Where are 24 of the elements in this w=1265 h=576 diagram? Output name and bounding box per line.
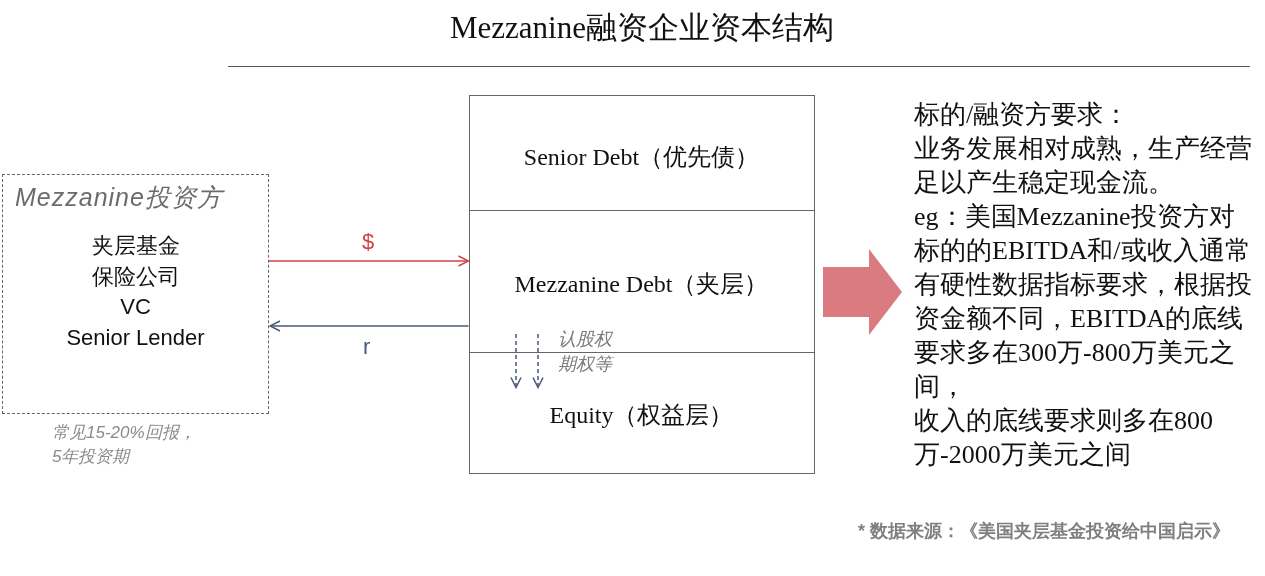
edge-label: $ — [362, 229, 375, 255]
diagram-title: Mezzanine融资企业资本结构 — [450, 9, 834, 47]
dashed-arrow — [510, 333, 522, 389]
return-note: 常见15-20%回报，5年投资期 — [52, 422, 197, 468]
investor-heading: Mezzanine投资方 — [15, 182, 223, 213]
requirements-text: 业务发展相对成熟，生产经营足以产生稳定现金流。 — [914, 133, 1253, 199]
edge-label: r — [363, 334, 371, 360]
investor-box — [2, 174, 269, 414]
dashed-arrow — [532, 333, 544, 389]
investor-type: 保险公司 — [91, 262, 180, 291]
requirements-heading: 标的/融资方要求： — [914, 99, 1131, 131]
edge-label: 认股权期权等 — [558, 327, 616, 377]
requirements-text: 收入的底线要求则多在800万-2000万美元之间 — [914, 405, 1214, 471]
arrow — [269, 320, 470, 332]
investor-type: VC — [120, 293, 151, 321]
requirements-text: eg：美国Mezzanine投资方对标的的EBITDA和/或收入通常有硬性数据指标要求，根据投资金额不同，EBITDA的底线要求多在300万-800万美元之间， — [914, 201, 1253, 403]
layer-label: Senior Debt（优先债） — [523, 142, 760, 172]
source-note: * 数据来源：《美国夹层基金投资给中国启示》 — [858, 520, 1230, 543]
investor-type: Senior Lender — [66, 323, 205, 352]
arrow — [268, 255, 470, 267]
block-arrow — [823, 249, 902, 335]
investor-type: 夹层基金 — [91, 232, 180, 260]
layer-label: Equity（权益层） — [549, 400, 734, 430]
layer-label: Mezzanine Debt（夹层） — [514, 270, 769, 300]
